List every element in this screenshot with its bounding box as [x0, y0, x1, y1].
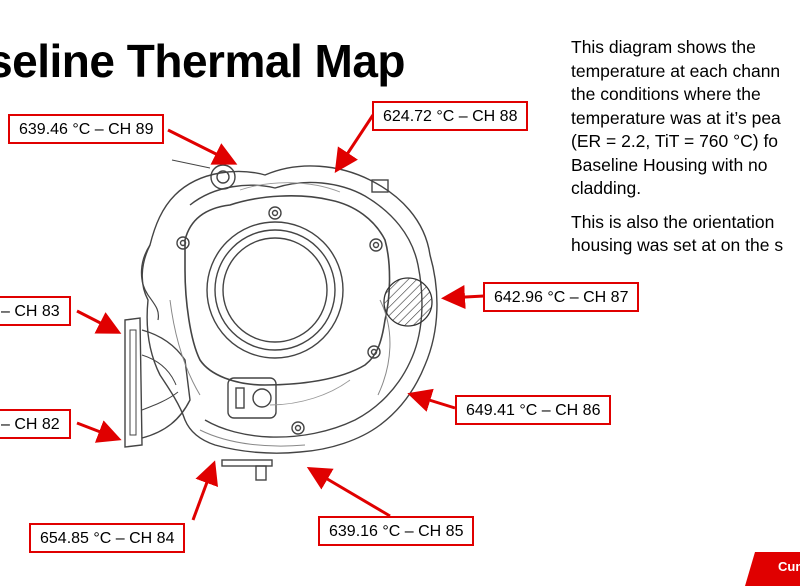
label-ch85: 639.16 °C – CH 85 [318, 516, 475, 546]
arrow-ch85 [306, 466, 391, 518]
desc-line: temperature at each chann [571, 60, 781, 81]
mounting-flange [184, 195, 391, 386]
right-boss [371, 179, 389, 193]
bottom-port-hole [252, 388, 272, 408]
inlet-flange [124, 317, 143, 448]
bolt-hole [370, 348, 378, 356]
bolt-hole [369, 238, 383, 252]
bottom-stud [221, 459, 273, 467]
label-ch82: – CH 82 [0, 409, 71, 439]
bolt-hole [291, 421, 305, 435]
inlet-flange-detail [129, 329, 137, 436]
desc-line: temperature was at it’s pea [571, 107, 781, 128]
left-lobe [140, 244, 160, 321]
label-ch83: – CH 83 [0, 296, 71, 326]
inlet-duct-lines [141, 354, 179, 411]
desc-line: This diagram shows the [571, 37, 756, 57]
description-text: This diagram shows the temperature at ea… [571, 36, 800, 268]
central-bore-outer [206, 221, 344, 359]
bolt-hole [176, 236, 190, 250]
central-bore-mid [214, 229, 336, 351]
label-ch88: 624.72 °C – CH 88 [372, 101, 529, 131]
arrow-ch82 [76, 420, 122, 443]
bolt-hole [372, 241, 380, 249]
label-ch89: 639.46 °C – CH 89 [8, 114, 165, 144]
bolt-hole [367, 345, 381, 359]
bottom-port [227, 377, 277, 419]
top-fitting-inner [216, 170, 230, 184]
arrow-ch87 [441, 285, 485, 310]
top-fitting-leader [171, 159, 211, 169]
slide-title: aseline Thermal Map [0, 35, 406, 87]
label-ch87: 642.96 °C – CH 87 [483, 282, 640, 312]
description-paragraph-2: This is also the orientation housing was… [571, 211, 800, 258]
housing-contour-lines [169, 299, 391, 447]
callout-arrows [76, 114, 485, 521]
bolt-hole [268, 206, 282, 220]
desc-line: This is also the orientation [571, 211, 775, 232]
housing-drawing [124, 159, 438, 481]
central-bore-inner [222, 237, 328, 343]
arrow-ch84 [191, 460, 219, 521]
housing-contour-lines [239, 182, 351, 406]
arrow-ch83 [76, 309, 122, 334]
hatched-sensor [383, 277, 433, 327]
label-ch84: 654.85 °C – CH 84 [29, 523, 186, 553]
company-logo: Cum [745, 552, 800, 586]
arrow-ch86 [407, 388, 456, 412]
bolt-hole [179, 239, 187, 247]
desc-line: the conditions where the [571, 84, 761, 104]
arrow-ch89 [167, 128, 238, 165]
logo-text: Cum [778, 559, 800, 574]
bolt-hole [271, 209, 279, 217]
desc-line: (ER = 2.2, TiT = 760 °C) fo [571, 131, 779, 151]
arrow-ch88 [334, 114, 375, 174]
bottom-stud-post [255, 465, 267, 481]
inlet-duct [141, 329, 191, 439]
bolt-hole [294, 424, 302, 432]
desc-line: Baseline Housing with no [571, 154, 768, 175]
desc-line: cladding. [571, 178, 642, 198]
bottom-port-clip [235, 387, 245, 409]
desc-line: housing was set at on the s [571, 235, 784, 255]
top-fitting [210, 164, 236, 190]
description-paragraph-1: This diagram shows the temperature at ea… [571, 36, 800, 201]
label-ch86: 649.41 °C – CH 86 [455, 395, 612, 425]
